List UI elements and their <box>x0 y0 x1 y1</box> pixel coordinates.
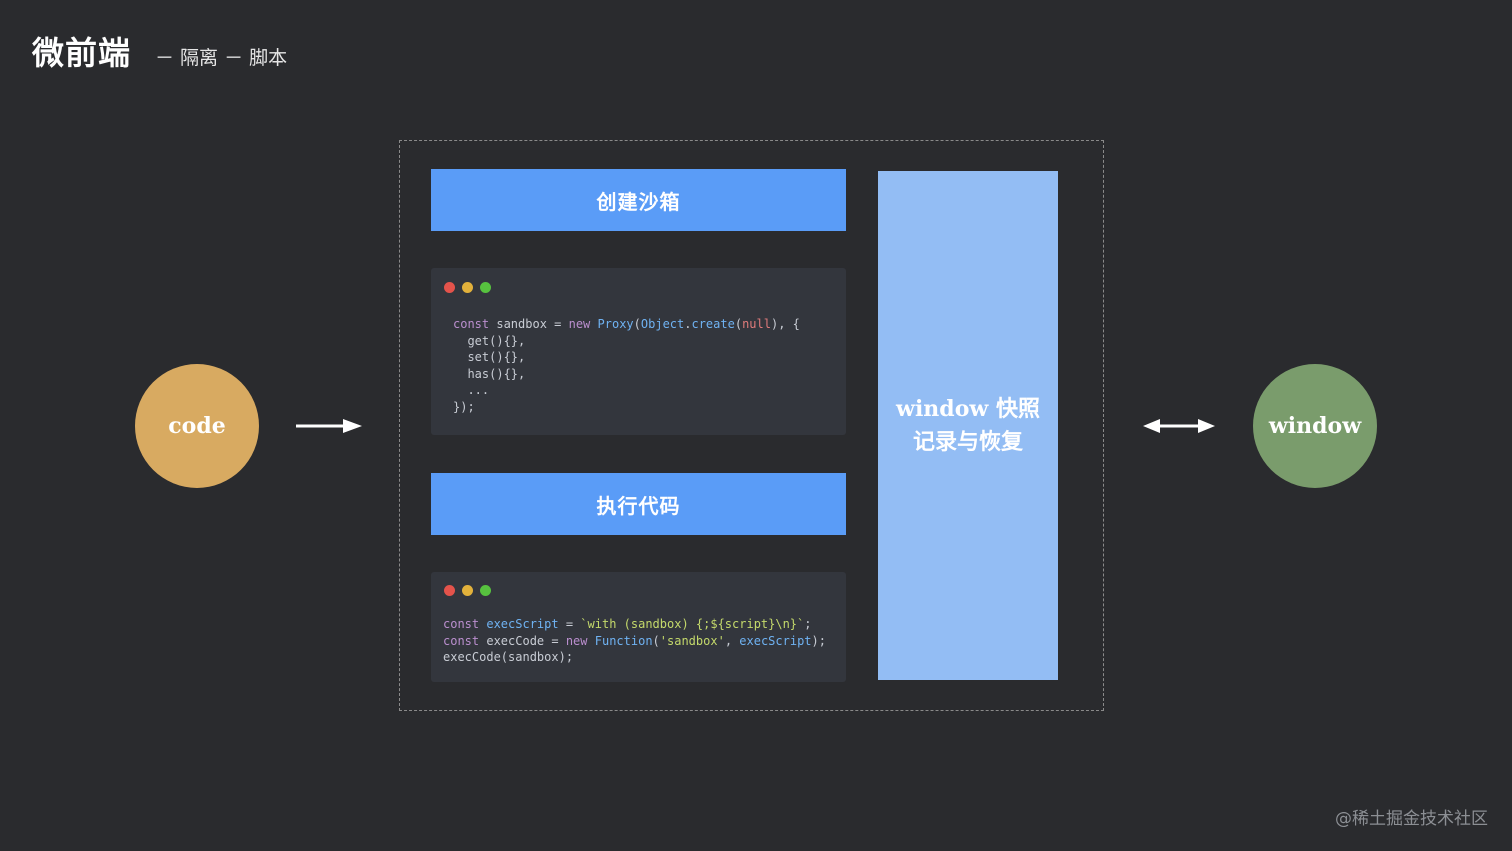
code-line: get(){}, <box>453 333 526 348</box>
create-sandbox-step: 创建沙箱 <box>431 169 846 231</box>
bidirectional-arrow-icon <box>1143 419 1215 433</box>
snapshot-line-2: 记录与恢复 <box>912 429 1023 455</box>
green-dot-icon <box>480 282 491 293</box>
red-dot-icon <box>444 282 455 293</box>
window-node-label: window <box>1268 413 1362 439</box>
code-line: const execScript = `with (sandbox) {;${s… <box>443 617 812 631</box>
green-dot-icon <box>480 585 491 596</box>
yellow-dot-icon <box>462 282 473 293</box>
snapshot-text: window 快照 记录与恢复 <box>896 392 1040 460</box>
sandbox-frame <box>399 140 1104 711</box>
sandbox-code-panel: const sandbox = new Proxy(Object.create(… <box>431 268 846 435</box>
exec-code-panel: const execScript = `with (sandbox) {;${s… <box>431 572 846 682</box>
window-node: window <box>1253 364 1377 488</box>
code-line: has(){}, <box>453 366 526 381</box>
create-sandbox-label: 创建沙箱 <box>596 189 681 214</box>
sandbox-code-block: const sandbox = new Proxy(Object.create(… <box>453 316 800 415</box>
code-line: const sandbox = new Proxy(Object.create(… <box>453 317 800 331</box>
title-main: 微前端 <box>32 34 132 72</box>
page-title: 微前端 － 隔离 － 脚本 <box>32 28 287 74</box>
exec-code-block: const execScript = `with (sandbox) {;${s… <box>443 616 826 666</box>
code-line: execCode(sandbox); <box>443 650 574 664</box>
window-controls <box>444 282 491 293</box>
red-dot-icon <box>444 585 455 596</box>
execute-code-label: 执行代码 <box>596 493 681 518</box>
code-node: code <box>135 364 259 488</box>
code-line: }); <box>453 399 475 414</box>
watermark: @稀土掘金技术社区 <box>1335 809 1488 829</box>
code-line: const execCode = new Function('sandbox',… <box>443 633 826 648</box>
code-line: set(){}, <box>453 350 526 364</box>
right-arrow-icon <box>296 419 362 433</box>
code-line: ... <box>453 383 490 397</box>
yellow-dot-icon <box>462 585 473 596</box>
title-subtitle: － 隔离 － 脚本 <box>155 47 288 69</box>
execute-code-step: 执行代码 <box>431 473 846 535</box>
window-controls <box>444 585 491 596</box>
snapshot-line-1: window 快照 <box>896 395 1040 422</box>
window-snapshot-panel: window 快照 记录与恢复 <box>878 171 1058 680</box>
code-node-label: code <box>168 413 226 439</box>
